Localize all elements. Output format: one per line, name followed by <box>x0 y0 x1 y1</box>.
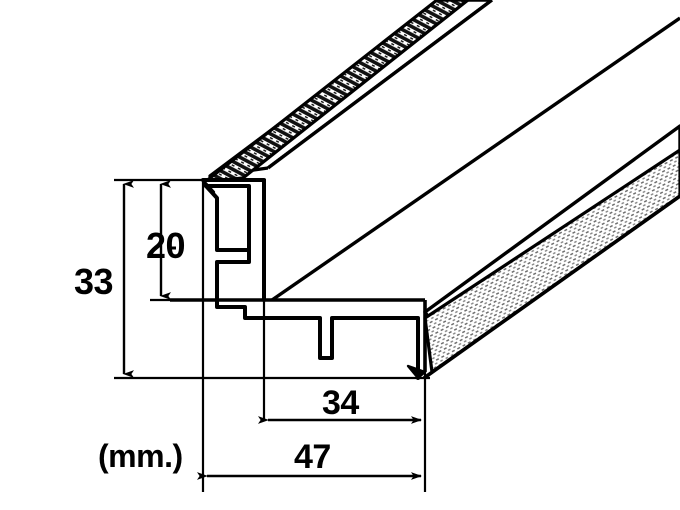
unit-label: (mm.) <box>98 438 183 474</box>
horizontal-leg-lip <box>406 364 427 380</box>
left-arm-edge-upper <box>266 0 494 170</box>
right-arm-assembly <box>422 124 680 380</box>
vertical-leg-lip <box>201 178 216 194</box>
right-arm-seal-band <box>423 148 680 374</box>
dimension-label-33: 33 <box>74 261 114 302</box>
horizontal-leg-inner <box>215 298 420 380</box>
right-arm-edge-bottom <box>422 194 680 380</box>
left-arm-side-fill <box>268 0 680 300</box>
corner-profile <box>170 178 427 380</box>
vertical-leg-fill <box>203 180 268 300</box>
dimension-label-47: 47 <box>294 438 331 476</box>
left-arm-assembly <box>203 0 680 302</box>
dimension-label-20: 20 <box>146 225 186 266</box>
dimension-label-34: 34 <box>322 384 359 422</box>
left-arm-edge-lower <box>271 16 680 302</box>
vertical-leg-channel-top <box>204 184 251 252</box>
dimension-lines <box>114 178 430 492</box>
